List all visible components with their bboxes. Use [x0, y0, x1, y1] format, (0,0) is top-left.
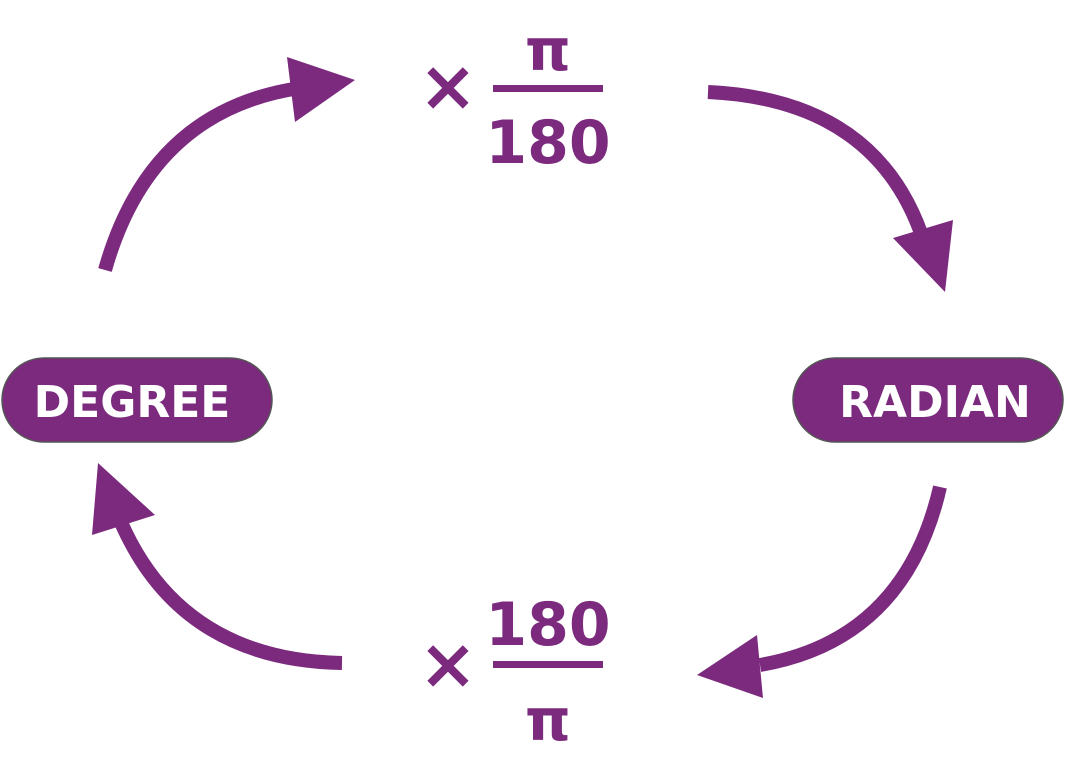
degree-node: DEGREE [1, 357, 273, 443]
arrow-radian-to-bottom [758, 485, 947, 672]
multiply-operator: × [419, 45, 478, 127]
arrowhead-right-icon [287, 57, 355, 122]
multiply-operator: × [419, 623, 478, 705]
bottom-factor: × 180 π [419, 590, 611, 754]
arrowhead-down-icon [893, 220, 953, 292]
denominator: 180 [485, 108, 610, 178]
top-factor: × π 180 [419, 16, 611, 178]
degree-label: DEGREE [34, 377, 231, 428]
arrow-bottom-to-degree [113, 517, 343, 670]
radian-label: RADIAN [839, 377, 1031, 428]
fraction-bar [493, 661, 603, 668]
denominator: π [525, 686, 571, 754]
radian-node: RADIAN [792, 357, 1064, 443]
fraction-bar [493, 85, 603, 92]
numerator: 180 [485, 590, 610, 660]
arrowhead-up-icon [92, 463, 155, 535]
arrowhead-left-icon [697, 635, 763, 698]
arrow-degree-to-top [98, 81, 302, 272]
arrow-top-to-radian [707, 85, 932, 248]
numerator: π [525, 16, 571, 84]
